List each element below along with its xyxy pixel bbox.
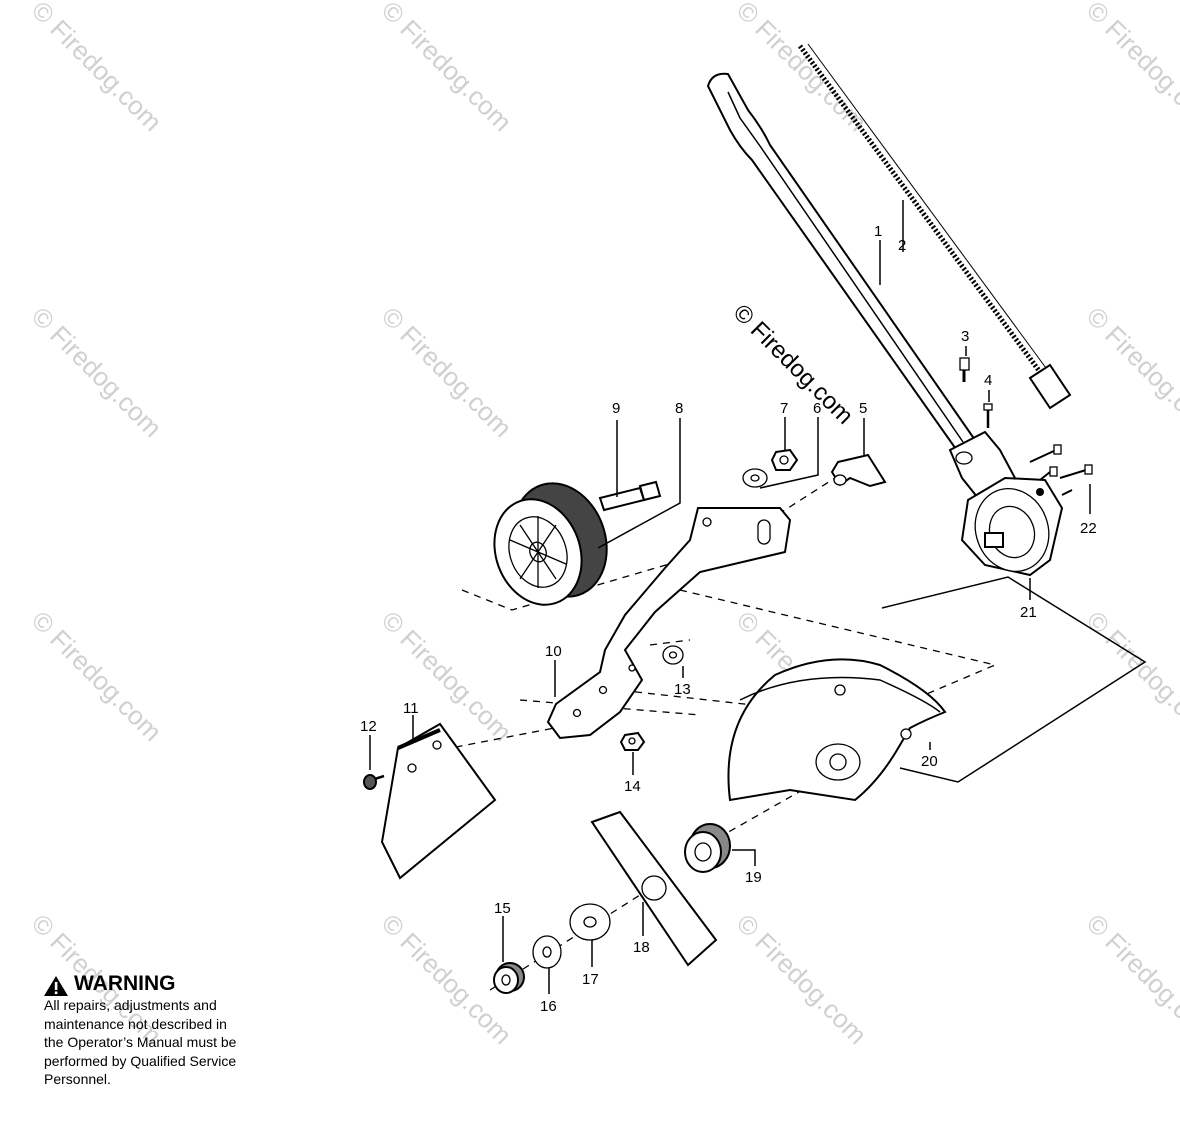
- warning-body: All repairs, adjustments and maintenance…: [44, 997, 237, 1088]
- part-18-blade: [590, 810, 718, 967]
- part-11-guard-plate: [380, 722, 497, 880]
- part-label-22: 22: [1080, 520, 1097, 537]
- watermark-text: © Firedog.com: [376, 0, 518, 137]
- part-label-3: 3: [961, 328, 969, 345]
- part-label-6: 6: [813, 400, 821, 417]
- part-label-12: 12: [360, 718, 377, 735]
- part-3-bolt: [959, 357, 970, 382]
- part-10-bracket: [546, 507, 792, 740]
- part-22-screws: [1029, 444, 1093, 496]
- part-20-blade-guard: [727, 658, 947, 802]
- part-19-spacer: [684, 823, 731, 873]
- watermark-text: © Firedog.com: [26, 0, 168, 137]
- watermark-text: © Firedog.com: [26, 605, 168, 747]
- watermark-text: © Firedog.com: [26, 301, 168, 443]
- part-label-9: 9: [612, 400, 620, 417]
- part-12-screw: [363, 774, 385, 790]
- part-label-17: 17: [582, 971, 599, 988]
- part-13-washer: [662, 645, 684, 665]
- part-label-16: 16: [540, 998, 557, 1015]
- part-label-13: 13: [674, 681, 691, 698]
- part-6-washer: [742, 468, 768, 488]
- part-4-screw: [983, 403, 993, 428]
- part-5-knob: [830, 453, 887, 488]
- warning-triangle-icon: [44, 976, 68, 996]
- part-label-7: 7: [780, 400, 788, 417]
- watermark-text: © Firedog.com: [731, 908, 873, 1050]
- part-label-5: 5: [859, 400, 867, 417]
- part-label-10: 10: [545, 643, 562, 660]
- part-label-15: 15: [494, 900, 511, 917]
- watermark-text: © Firedog.com: [1081, 0, 1180, 137]
- watermark-text: © Firedog.com: [376, 605, 518, 747]
- warning-notice: WARNING All repairs, adjustments and mai…: [44, 972, 294, 1089]
- part-15-nut: [493, 962, 525, 994]
- leader-lines: [369, 200, 1147, 994]
- part-label-18: 18: [633, 939, 650, 956]
- part-label-19: 19: [745, 869, 762, 886]
- part-label-2: 2: [898, 237, 906, 254]
- part-9-bolt: [598, 480, 662, 512]
- part-14-nut: [619, 731, 646, 751]
- watermark-text: © Firedog.com: [376, 301, 518, 443]
- part-1-handle-tube: [706, 72, 977, 454]
- part-17-washer: [569, 903, 611, 941]
- part-label-1: 1: [874, 223, 882, 240]
- watermark-text: © Firedog.com: [1081, 908, 1180, 1050]
- part-label-8: 8: [675, 400, 683, 417]
- part-label-11: 11: [403, 700, 419, 717]
- part-8-wheel: [493, 482, 608, 606]
- part-21-gear-head: [960, 476, 1064, 577]
- watermark-text: © Firedog.com: [1081, 301, 1180, 443]
- watermark-text: © Firedog.com: [1081, 605, 1180, 747]
- part-2-flex-shaft: [797, 43, 1072, 410]
- warning-title: WARNING: [74, 972, 176, 995]
- part-label-14: 14: [624, 778, 641, 795]
- center-watermark: © Firedog.com: [728, 299, 859, 430]
- part-label-4: 4: [984, 372, 992, 389]
- part-7-nut: [770, 448, 799, 471]
- part-label-21: 21: [1020, 604, 1037, 621]
- part-label-20: 20: [921, 753, 938, 770]
- part-16-washer: [532, 935, 562, 969]
- part-number-labels: 1 2 3 4 5 6 7 8 9 10 11 12 13 14 15 16 1…: [360, 223, 1097, 1015]
